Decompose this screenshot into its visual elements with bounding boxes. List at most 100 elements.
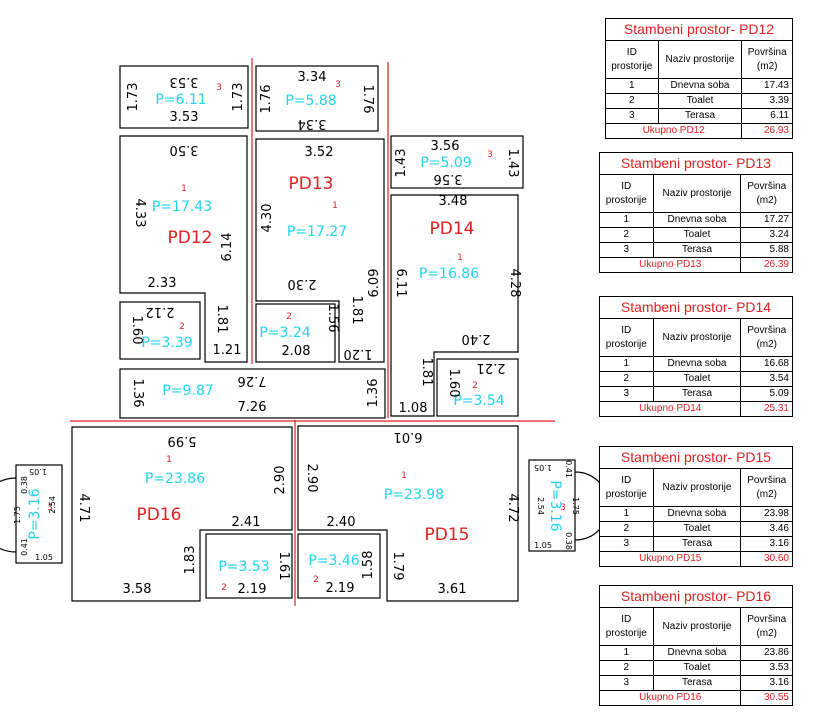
cell-name: Toalet: [657, 93, 743, 109]
dim-pd12-terrace-top: 3.53: [170, 74, 199, 89]
dim-pd15-toilet-bottom: 2.19: [326, 581, 355, 596]
room-id-pd13-toilet: 2: [286, 312, 292, 322]
dim-pd16-top: 5.99: [168, 433, 197, 448]
cell-area: 3.16: [740, 536, 793, 552]
cell-name: Terasa: [657, 108, 743, 124]
dim-pd14-toilet-bottom: 1.08: [399, 401, 428, 416]
room-id-pd15-terrace: 3: [560, 503, 566, 513]
table-total-value: 30.60: [740, 551, 793, 567]
area-pd16-living: P=23.86: [145, 471, 205, 487]
cell-name: Terasa: [652, 386, 742, 402]
pd12-toilet-outline: [119, 301, 201, 360]
dim-corridor-right: 1.36: [366, 379, 381, 408]
cell-id: 3: [599, 242, 654, 258]
cell-area: 3.54: [740, 371, 793, 387]
dim-pd13-dim-r2: 1.81: [349, 296, 364, 325]
room-id-pd13-living: 1: [332, 201, 338, 211]
table-header-name: Naziv prostorije: [657, 40, 743, 79]
dim-pd14-bottom: 2.40: [462, 331, 491, 346]
cell-area: 17.43: [741, 78, 793, 94]
cell-id: 3: [599, 536, 654, 552]
dim-pd14-toilet-lower-left: 1.81: [419, 358, 434, 387]
dim-pd15-terrace-a: 1.05: [534, 463, 552, 472]
table-total-label: Ukupno PD13: [598, 257, 742, 273]
dim-pd13-toilet-bottom: 2.08: [282, 344, 311, 359]
area-pd15-living: P=23.98: [384, 487, 444, 503]
table-header-name: Naziv prostorije: [652, 174, 742, 213]
dim-pd14-top: 3.48: [439, 194, 468, 209]
room-id-pd15-living: 1: [401, 471, 407, 481]
cell-area: 5.09: [740, 386, 793, 402]
dim-pd14-terrace-right: 1.43: [505, 149, 520, 178]
cell-name: Toalet: [652, 371, 742, 387]
table-total-value: 26.39: [740, 257, 793, 273]
area-pd16-terrace: P=3.16: [27, 488, 43, 539]
table-header-id: ID prostorije: [599, 174, 654, 213]
dim-pd12-top: 3.50: [170, 142, 199, 157]
dim-pd15-terrace-f: 1.05: [534, 541, 552, 550]
cell-id: 2: [599, 660, 654, 676]
pd12-living-outline: [119, 135, 248, 363]
dim-pd14-terrace-left: 1.43: [394, 149, 409, 178]
room-id-pd12-toilet: 2: [179, 322, 185, 332]
dim-pd15-left: 2.90: [304, 464, 319, 493]
table-total-label: Ukupno PD15: [598, 551, 742, 567]
table-title: Stambeni prostor- PD16: [599, 585, 793, 608]
area-pd13-terrace: P=5.88: [285, 93, 336, 109]
dim-pd12-bottom: 2.33: [148, 276, 177, 291]
table-header-area: Površina (m2): [740, 318, 793, 357]
dim-pd15-terrace-d: 1.75: [571, 497, 580, 515]
dim-pd12-terrace-bottom: 3.53: [170, 110, 199, 125]
cell-area: 17.27: [740, 212, 793, 228]
cell-id: 2: [599, 371, 654, 387]
pd16-toilet-outline: [205, 533, 293, 599]
table-header-name: Naziv prostorije: [652, 318, 742, 357]
cell-area: 3.53: [740, 660, 793, 676]
cell-area: 16.68: [740, 356, 793, 372]
dim-pd14-left: 6.11: [393, 269, 408, 298]
dim-pd13-left: 4.30: [260, 204, 275, 233]
dim-pd13-terrace-bottom: 3.34: [298, 116, 327, 131]
dim-pd16-terrace-b: 0.38: [20, 476, 29, 494]
area-pd14-terrace: P=5.09: [420, 155, 471, 171]
cell-area: 5.88: [740, 242, 793, 258]
table-total-value: 25.31: [740, 401, 793, 417]
room-id-pd16-toilet: 2: [221, 583, 227, 593]
area-table-pd15: Stambeni prostor- PD15 ID prostorije Naz…: [598, 446, 793, 567]
dim-pd16-terrace-a: 1.05: [29, 467, 47, 476]
cell-name: Toalet: [652, 521, 742, 537]
dim-pd12-right: 6.14: [220, 233, 235, 262]
room-id-pd14-terrace: 3: [487, 150, 493, 160]
dim-pd15-terrace-e: 0.38: [564, 532, 573, 550]
table-total-label: Ukupno PD12: [604, 123, 743, 139]
cell-area: 3.39: [741, 93, 793, 109]
dim-pd13-right: 6.09: [367, 269, 382, 298]
table-title: Stambeni prostor- PD15: [599, 446, 793, 469]
dim-corridor-bottom: 7.26: [238, 400, 267, 415]
cell-id: 3: [599, 675, 654, 691]
dim-pd12-toilet-right: 1.81: [214, 305, 229, 334]
dim-pd15-dim-r2: 1.79: [390, 552, 405, 581]
cell-id: 2: [599, 227, 654, 243]
cell-area: 23.86: [740, 645, 793, 661]
area-table-pd16: Stambeni prostor- PD16 ID prostorije Naz…: [598, 585, 793, 706]
table-title: Stambeni prostor- PD12: [605, 18, 793, 41]
room-id-pd12-living: 1: [181, 184, 187, 194]
corridor-outline: [119, 368, 386, 419]
dim-pd13-toilet-right: 1.56: [325, 304, 340, 333]
cell-id: 3: [599, 386, 654, 402]
dim-pd15-terrace-c: 2.54: [536, 497, 545, 515]
area-pd12-living: P=17.43: [152, 199, 212, 215]
cell-name: Dnevna soba: [652, 356, 742, 372]
dim-pd16-left: 4.71: [76, 494, 91, 523]
area-table-pd14: Stambeni prostor- PD14 ID prostorije Naz…: [598, 296, 793, 417]
